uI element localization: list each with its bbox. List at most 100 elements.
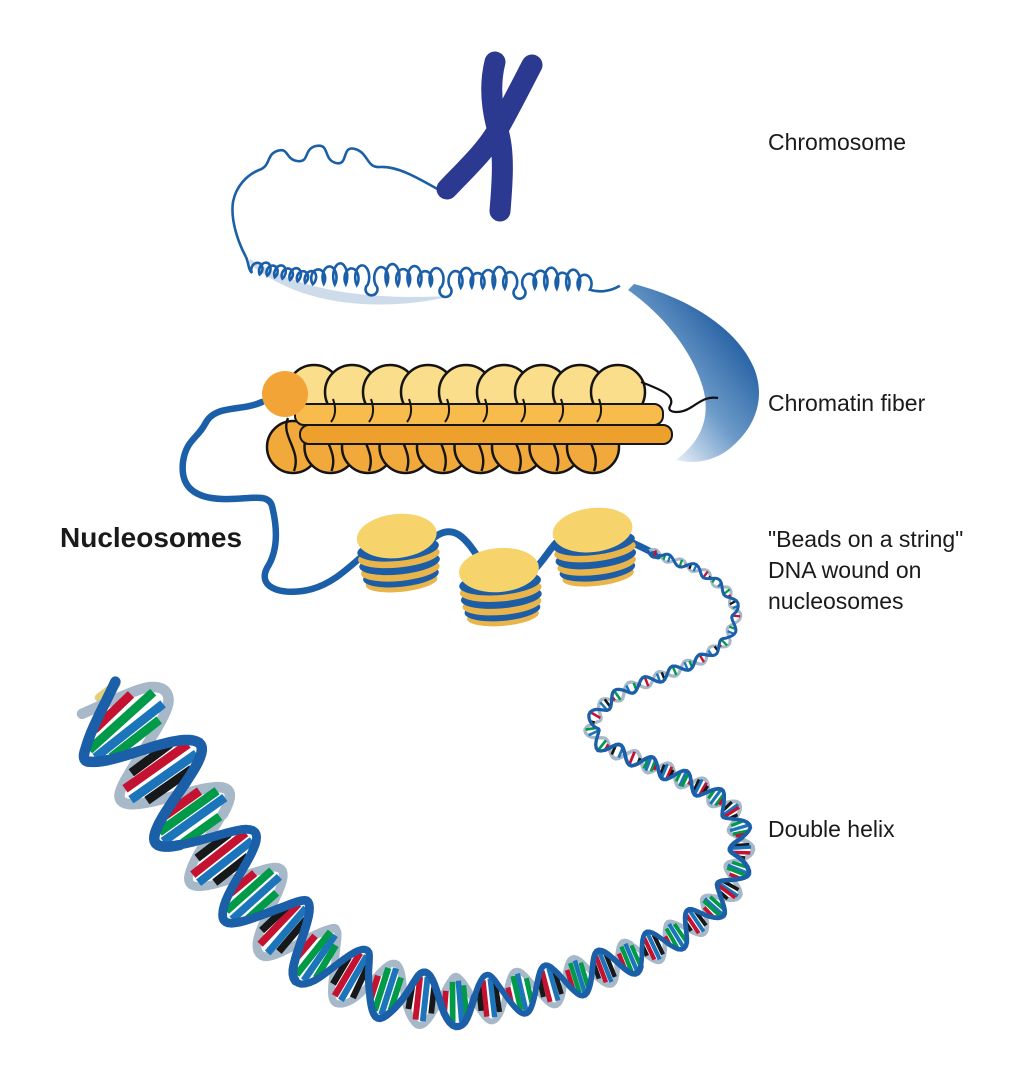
base-pair-rung xyxy=(603,698,612,708)
base-pair-rung xyxy=(568,962,582,994)
chromosome-squiggle xyxy=(231,144,442,258)
helix-strand-front xyxy=(603,742,753,840)
base-pair-rung xyxy=(597,739,608,751)
base-pair-rung xyxy=(652,550,658,558)
base-pair-rung xyxy=(723,806,740,818)
base-pair-rung xyxy=(455,980,465,1022)
label-nucleosomes: Nucleosomes xyxy=(60,522,243,553)
base-pair-rung xyxy=(698,781,708,796)
histone-thread xyxy=(368,398,375,423)
chromatin-fiber-illustration xyxy=(179,363,719,595)
base-pair-rung xyxy=(688,909,706,933)
base-pair-rung xyxy=(644,757,653,772)
base-pair-rung xyxy=(480,980,490,1017)
label-beads-line2: DNA wound on xyxy=(768,557,922,583)
base-pair-rung xyxy=(655,673,662,682)
label-double-helix: Double helix xyxy=(768,816,895,842)
base-pair-rung xyxy=(722,879,740,892)
base-pair-rung xyxy=(678,559,684,567)
base-pair-rung xyxy=(613,690,622,701)
histone-thread xyxy=(406,398,413,423)
base-pair-rung xyxy=(515,973,529,1011)
base-pair-rung xyxy=(717,883,737,900)
label-beads-line1: "Beads on a string" xyxy=(768,526,964,552)
helix-strand-front xyxy=(638,835,752,969)
base-pair-rung xyxy=(731,845,752,851)
helix-strand-front xyxy=(646,549,740,658)
base-pair-rung xyxy=(684,913,701,935)
helix-strand-front xyxy=(78,676,208,852)
base-pair-rung xyxy=(92,700,166,762)
helix-strand-front xyxy=(175,824,314,986)
base-pair-rung xyxy=(722,803,739,817)
base-pair-rung xyxy=(223,867,275,914)
base-pair-rung xyxy=(492,982,503,1013)
base-pair-rung xyxy=(331,951,363,998)
base-pair-rung xyxy=(572,959,587,993)
base-pair-rung xyxy=(578,962,591,988)
helix-strand-back xyxy=(184,810,340,962)
base-pair-rung xyxy=(597,951,614,983)
histone-thread xyxy=(285,417,297,472)
linker-dna-string xyxy=(179,398,378,595)
base-pair-rung xyxy=(628,751,636,765)
helix-strand-back xyxy=(606,742,743,840)
bead-top-face xyxy=(356,513,437,559)
base-pair-rung xyxy=(723,588,731,595)
nucleosome-bead xyxy=(356,513,440,593)
swoosh-shape xyxy=(628,284,759,462)
helix-strand-back xyxy=(472,938,634,1025)
histone-thread xyxy=(482,398,489,423)
base-pair-rung xyxy=(419,976,431,1022)
histone-thread xyxy=(520,398,527,423)
base-pair-rung xyxy=(683,661,689,671)
histone-thread xyxy=(596,398,603,423)
base-pair-rung xyxy=(160,794,228,846)
base-pair-rung xyxy=(671,666,678,676)
histone-core-plate-upper xyxy=(294,403,664,426)
base-pair-rung xyxy=(546,967,561,1002)
helix-strand-back xyxy=(76,681,236,820)
base-pair-rung xyxy=(651,933,665,956)
base-pair-rung xyxy=(276,916,309,954)
base-pair-rung xyxy=(732,829,748,836)
squiggle-line xyxy=(231,144,442,258)
base-pair-rung xyxy=(703,897,724,916)
base-pair-rung xyxy=(86,688,157,754)
base-pair-rung xyxy=(702,899,722,918)
base-pair-rung xyxy=(667,923,685,948)
histone-thread xyxy=(444,398,451,423)
base-pair-rung xyxy=(523,977,535,1003)
base-pair-rung xyxy=(128,750,200,804)
base-pair-rung xyxy=(708,895,725,911)
base-pair-rung xyxy=(378,967,400,1016)
nucleosome-beads xyxy=(356,507,637,627)
base-pair-rung xyxy=(487,978,498,1018)
base-pair-rung xyxy=(371,966,392,1012)
base-pair-rung xyxy=(293,929,334,977)
helix-strand-front xyxy=(291,945,479,1031)
base-pair-rung xyxy=(588,729,599,737)
base-pair-rung xyxy=(665,766,674,779)
base-pair-rung xyxy=(643,677,650,687)
label-beads-line3: nucleosomes xyxy=(768,588,904,614)
base-pair-rung xyxy=(338,954,370,1003)
base-pair-rung xyxy=(732,850,751,855)
base-pair-rung xyxy=(660,763,669,778)
double-helix-illustration xyxy=(76,547,756,1031)
base-pair-rung xyxy=(264,905,309,956)
base-pair-rung xyxy=(122,740,191,793)
base-pair-rung xyxy=(714,793,725,807)
base-pair-rung xyxy=(257,901,302,947)
base-pair-rung xyxy=(664,927,680,949)
base-pair-rung xyxy=(593,955,609,984)
base-pair-rung xyxy=(702,570,709,578)
base-pair-rung xyxy=(732,842,750,848)
transition-swoosh xyxy=(628,284,759,462)
base-pair-rung xyxy=(678,771,688,787)
helix-strand-front xyxy=(587,652,711,753)
base-pair-rung xyxy=(645,933,662,961)
base-pair-rung xyxy=(726,866,747,877)
base-pair-rung xyxy=(196,837,255,886)
